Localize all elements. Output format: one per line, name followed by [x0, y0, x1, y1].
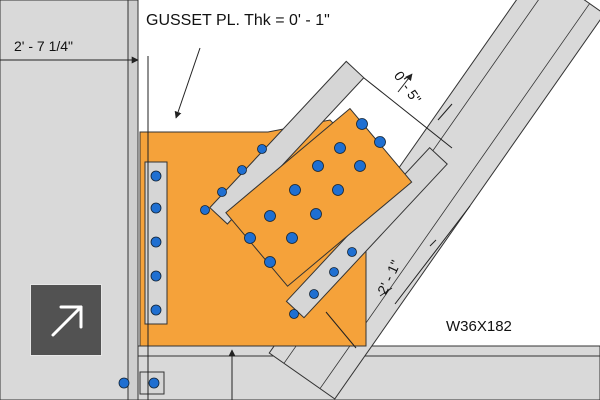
beam-label: W36X182: [446, 318, 512, 335]
connection-bolts: [244, 118, 386, 268]
beam-w36x182: [137, 345, 600, 400]
column-flange: [127, 0, 139, 400]
gusset-plate-label: GUSSET PL. Thk = 0' - 1": [146, 12, 330, 29]
splice-bolts: [200, 144, 357, 319]
expand-button[interactable]: [30, 284, 102, 356]
seat-bolts: [118, 377, 160, 389]
dimension-lines: [0, 47, 471, 400]
arrow-up-right-icon: [51, 305, 83, 337]
left-dimension-label: 2' - 7 1/4": [14, 38, 74, 54]
clip-angle-bolts: [150, 170, 162, 316]
upper-splice-plate: [209, 60, 365, 225]
